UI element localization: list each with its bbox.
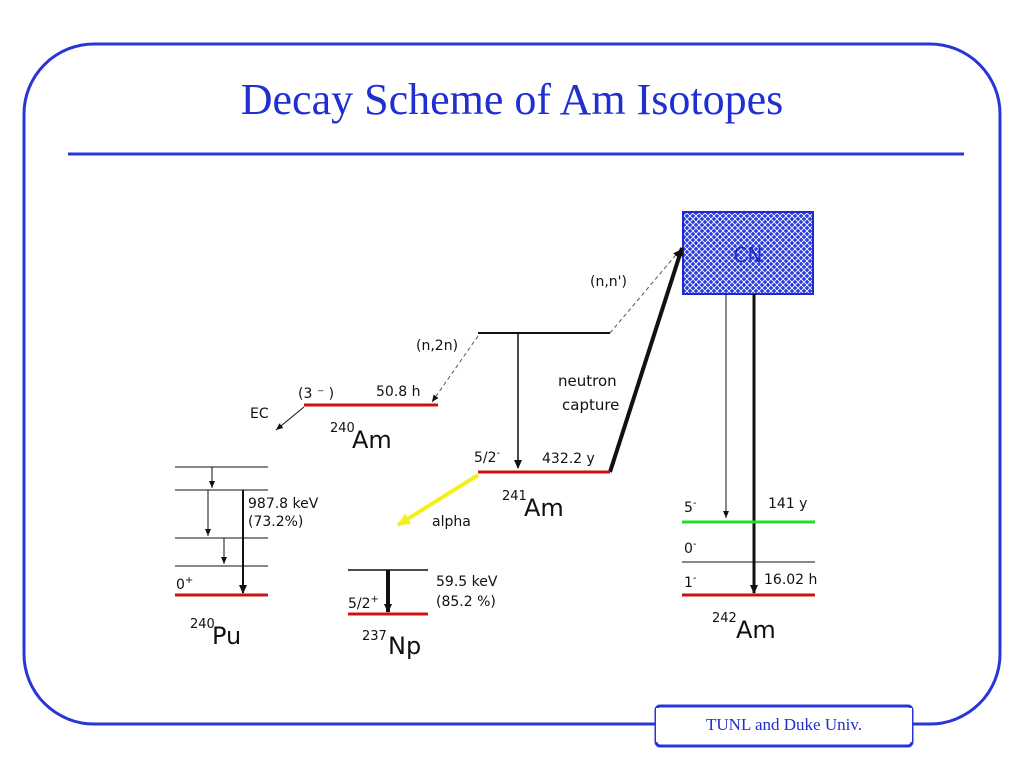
alpha-label: alpha [432,514,471,530]
am242-level5-halflife: 141 y [768,496,807,512]
n2n-label: (n,2n) [416,338,458,354]
np237-intensity: (85.2 %) [436,594,496,610]
neutron-capture-arrow [608,247,684,473]
am242-level1-spin: 1- [684,573,697,591]
pu240-energy: 987.8 keV [248,496,319,512]
nn-prime-label: (n,n') [590,274,627,290]
am240-symbol: Am [352,426,392,454]
ec-label: EC [250,406,269,422]
am242-mass: 242 [712,611,737,626]
pu240-level-scheme [175,466,268,597]
pu240-intensity: (73.2%) [248,514,303,530]
neutron-capture-label-2: capture [562,396,619,414]
alpha-arrow [396,473,480,527]
am240-mass: 240 [330,421,355,436]
am241-mass: 241 [502,489,527,504]
am242-level0-spin: 0- [684,539,697,557]
cn-label: CN [734,243,763,267]
np237-mass: 237 [362,629,387,644]
np237-symbol: Np [388,632,421,660]
am240-spin: (3 ⁻ ) [298,386,334,402]
pu240-symbol: Pu [212,622,241,650]
compound-nucleus-box [682,211,814,295]
am241-symbol: Am [524,494,564,522]
footer-label: TUNL and Duke Univ. [656,708,912,742]
pu240-mass: 240 [190,617,215,632]
page-title: Decay Scheme of Am Isotopes [240,75,784,124]
np237-ground-spin: 5/2+ [348,594,379,612]
am241-halflife: 432.2 y [542,451,595,467]
am241-spin: 5/2- [474,448,501,466]
am242-level1-halflife: 16.02 h [764,572,817,588]
am242-level5-spin: 5- [684,498,697,516]
np237-energy: 59.5 keV [436,574,498,590]
slide-border [22,42,1002,726]
am240-halflife: 50.8 h [376,384,421,400]
pu240-ground-spin: 0+ [176,575,193,593]
am242-symbol: Am [736,616,776,644]
neutron-capture-label-1: neutron [558,372,617,390]
ec-arrow [275,406,305,431]
